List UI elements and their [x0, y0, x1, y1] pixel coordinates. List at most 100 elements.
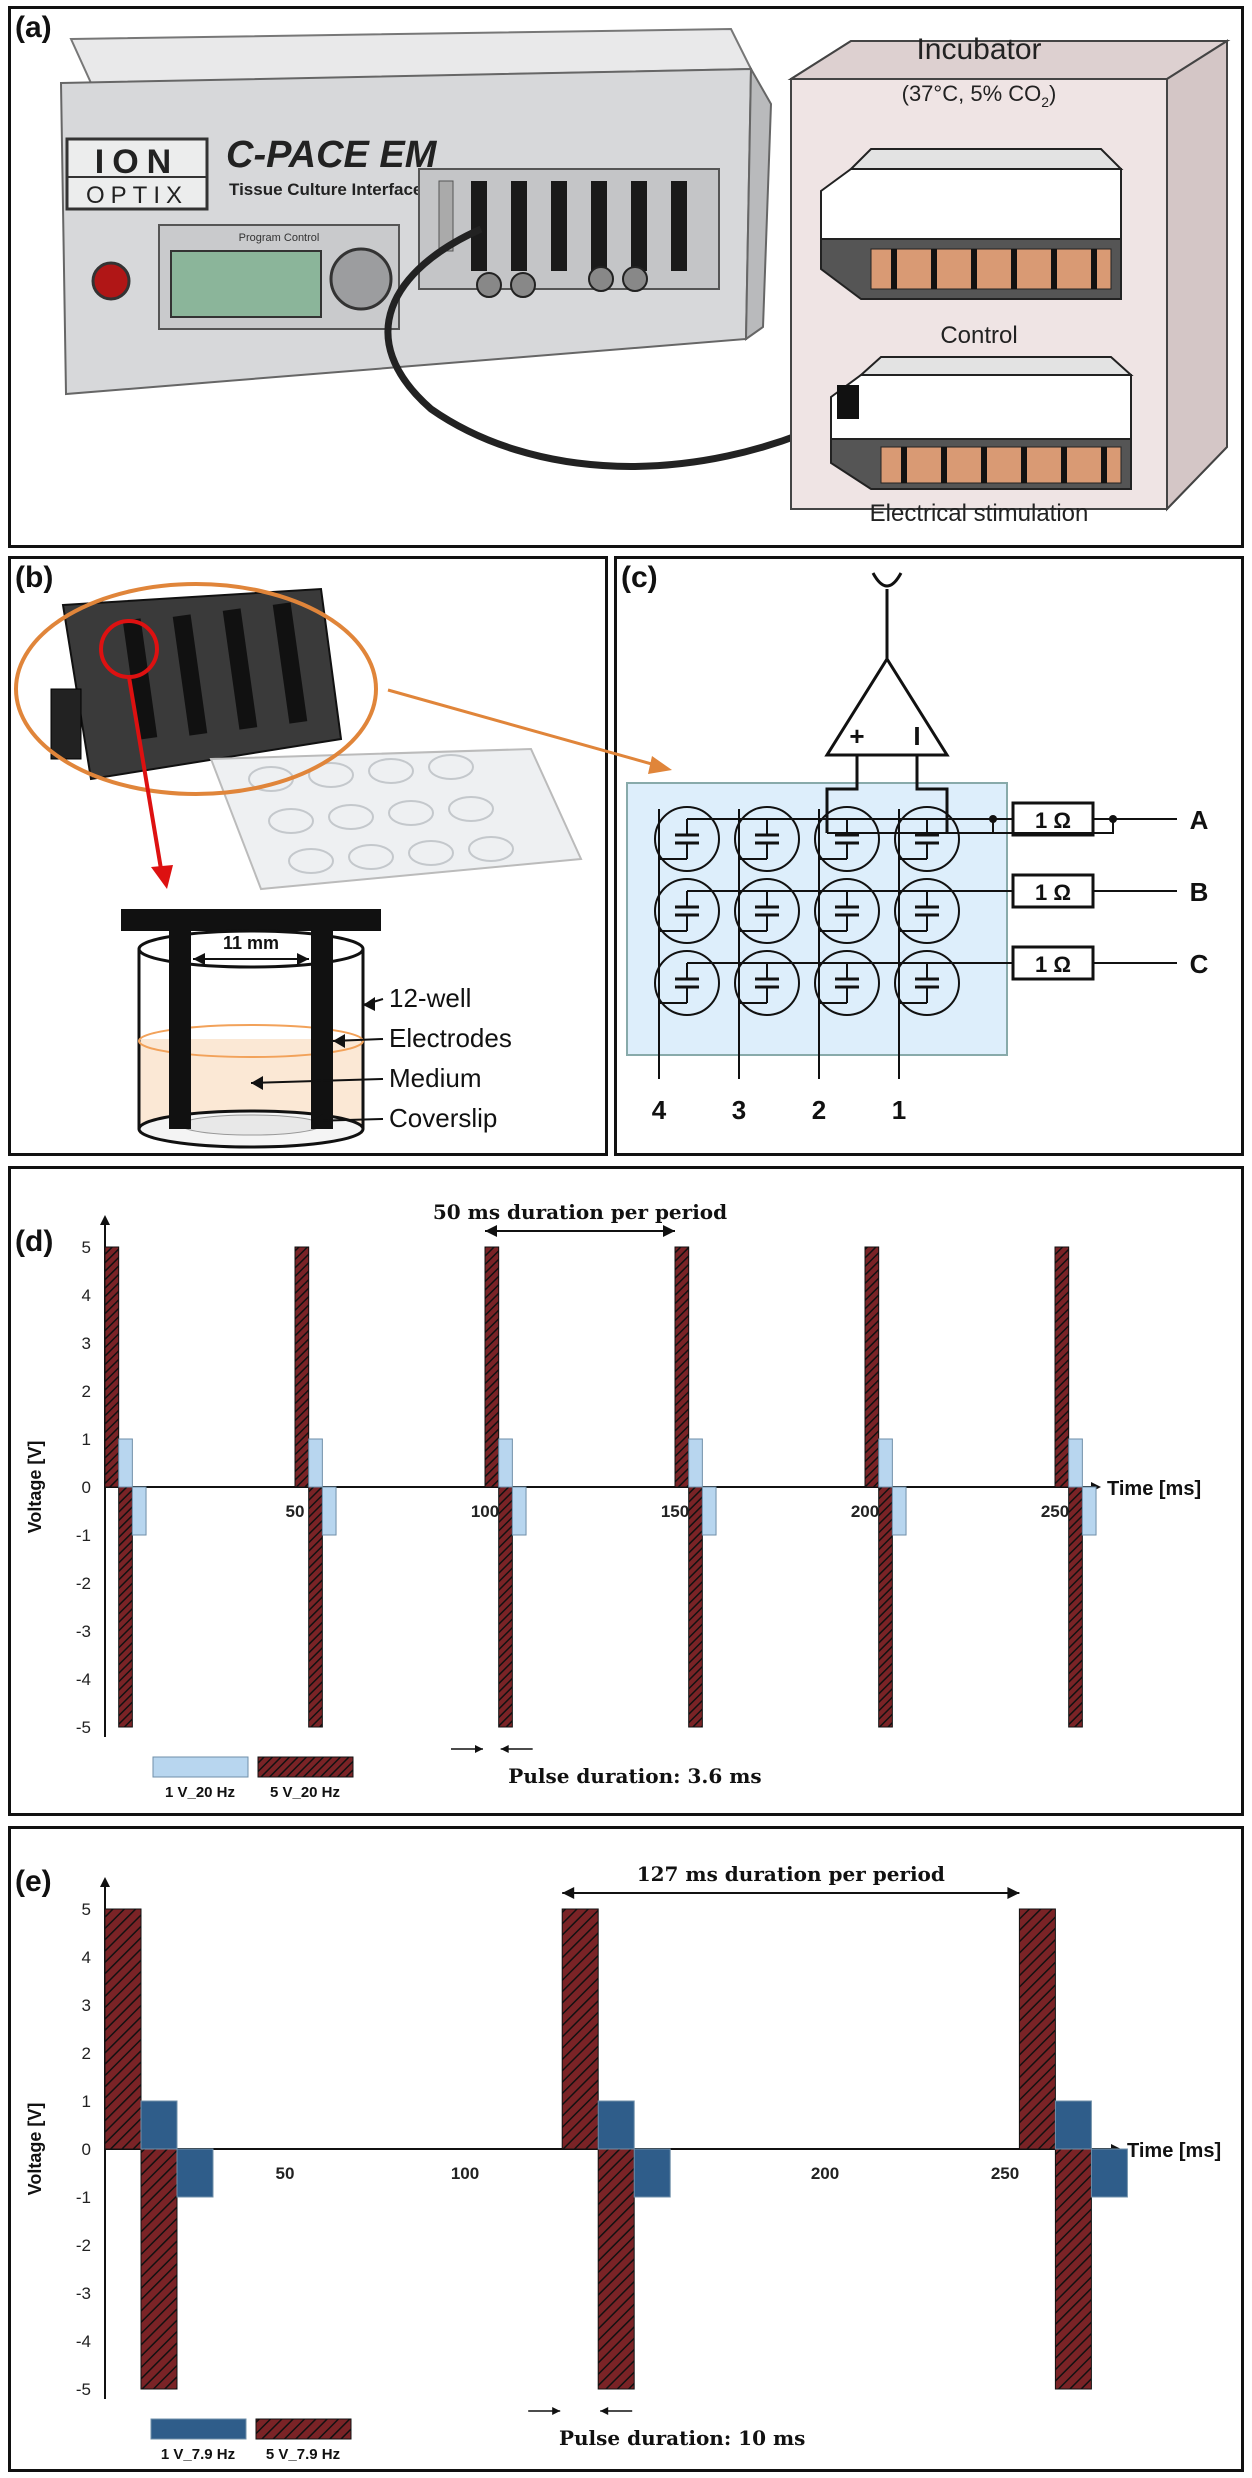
x-tick-label: 50 [276, 2164, 295, 2183]
pulse-5v-positive [561, 1908, 599, 2150]
pulse-5v-negative [308, 1486, 323, 1728]
well-cross-section [121, 909, 381, 1149]
control-plate [820, 148, 1124, 300]
x-tick-label: 150 [661, 1502, 689, 1521]
row-label: C [1190, 949, 1209, 979]
pulse-5v-positive [674, 1246, 690, 1488]
legend-label: 5 V_7.9 Hz [266, 2446, 340, 2463]
lcd-display [170, 250, 322, 318]
resistor-label: 1 Ω [1035, 808, 1071, 833]
period-annotation: 50 ms duration per period [433, 1200, 727, 1224]
y-tick-label: 4 [82, 1948, 91, 1967]
pulse-5v-negative [878, 1486, 893, 1728]
legend-swatch [152, 1756, 249, 1778]
pulse-1v-positive [308, 1438, 323, 1488]
y-tick-label: 0 [82, 1478, 91, 1497]
well-circuit [654, 878, 720, 944]
resistor-label: 1 Ω [1035, 952, 1071, 977]
control-knob [329, 247, 393, 311]
pulse-5v-negative [688, 1486, 703, 1728]
pulse-5v-negative [1068, 1486, 1083, 1728]
pulse-1v-negative [321, 1486, 337, 1536]
bnc-connector [622, 266, 648, 292]
output-panel [418, 168, 720, 290]
y-tick-label: -2 [76, 2236, 91, 2255]
amp-minus: I [913, 721, 920, 751]
pulse-5v-positive [1054, 1246, 1070, 1488]
pulse-5v-positive [294, 1246, 310, 1488]
ionoptix-logo [65, 137, 209, 211]
legend-swatch [150, 2418, 247, 2440]
y-tick-label: -3 [76, 1622, 91, 1641]
column-label: 1 [892, 1095, 906, 1125]
pulse-1v-negative [633, 2148, 671, 2198]
legend-swatch [255, 2418, 352, 2440]
y-tick-label: -2 [76, 1574, 91, 1593]
y-tick-label: 5 [82, 1238, 91, 1257]
resistor [1011, 873, 1095, 909]
panel-label: (b) [15, 561, 54, 594]
stimulation-label: Electrical stimulation [870, 500, 1089, 527]
panel-label: (e) [15, 1865, 52, 1898]
control-label: Control [940, 322, 1017, 349]
well-plate [209, 747, 583, 891]
device-subtitle: Tissue Culture Interface [229, 180, 422, 199]
x-tick-label: 250 [1041, 1502, 1069, 1521]
x-axis-label: Time [ms] [1127, 2140, 1221, 2162]
pulse-annotation: Pulse duration: 3.6 ms [508, 1764, 761, 1788]
pulse-1v-positive [878, 1438, 893, 1488]
output-slot [551, 181, 567, 271]
y-tick-label: -4 [76, 1670, 91, 1689]
legend-label: 1 V_7.9 Hz [161, 2446, 235, 2463]
pulse-1v-negative [1090, 2148, 1128, 2198]
well-circuit [654, 950, 720, 1016]
panel-b: 11 mm 12-well Electrodes Medium Coversli… [8, 556, 608, 1156]
x-tick-label: 100 [451, 2164, 479, 2183]
panel-a-figure: ION OPTIX C-PACE EM Tissue Culture Inter… [59, 27, 1231, 527]
pulse-1v-positive [688, 1438, 703, 1488]
pulse-1v-negative [1081, 1486, 1097, 1536]
legend-label: 1 V_20 Hz [165, 1784, 235, 1801]
period-annotation: 127 ms duration per period [637, 1862, 945, 1886]
pulse-1v-negative [701, 1486, 717, 1536]
well-dimension: 11 mm [223, 933, 279, 953]
x-tick-label: 200 [851, 1502, 879, 1521]
panel-label: (c) [621, 561, 658, 594]
pulse-1v-positive [118, 1438, 133, 1488]
output-slot [671, 181, 687, 271]
output-slot [471, 181, 487, 271]
pulse-5v-positive [864, 1246, 880, 1488]
output-slot [511, 181, 527, 271]
callout-electrodes: Electrodes [389, 1023, 512, 1053]
y-tick-label: 0 [82, 2140, 91, 2159]
x-tick-label: 50 [286, 1502, 305, 1521]
amp-plus: + [849, 721, 864, 751]
panel-a: ION OPTIX C-PACE EM Tissue Culture Inter… [8, 6, 1244, 548]
y-tick-label: 2 [82, 1382, 91, 1401]
y-tick-label: 1 [82, 1430, 91, 1449]
pulse-5v-positive [484, 1246, 500, 1488]
pulse-5v-negative [1054, 2148, 1092, 2390]
pulse-5v-positive [104, 1908, 142, 2150]
legend-swatch [257, 1756, 354, 1778]
column-label: 4 [652, 1095, 667, 1125]
panel-label: (d) [15, 1225, 54, 1258]
pulse-1v-positive [597, 2100, 635, 2150]
pulse-1v-positive [498, 1438, 513, 1488]
resistor-label: 1 Ω [1035, 880, 1071, 905]
x-tick-label: 250 [991, 2164, 1019, 2183]
y-tick-label: 3 [82, 1334, 91, 1353]
bnc-connector [510, 272, 536, 298]
well-circuit [814, 806, 880, 872]
program-control-label: Program Control [239, 232, 320, 244]
electrode-dish [50, 587, 343, 781]
device-model: C-PACE EM [226, 134, 438, 176]
row-label: A [1190, 805, 1209, 835]
well-circuit [734, 878, 800, 944]
callout-well: 12-well [389, 983, 471, 1013]
